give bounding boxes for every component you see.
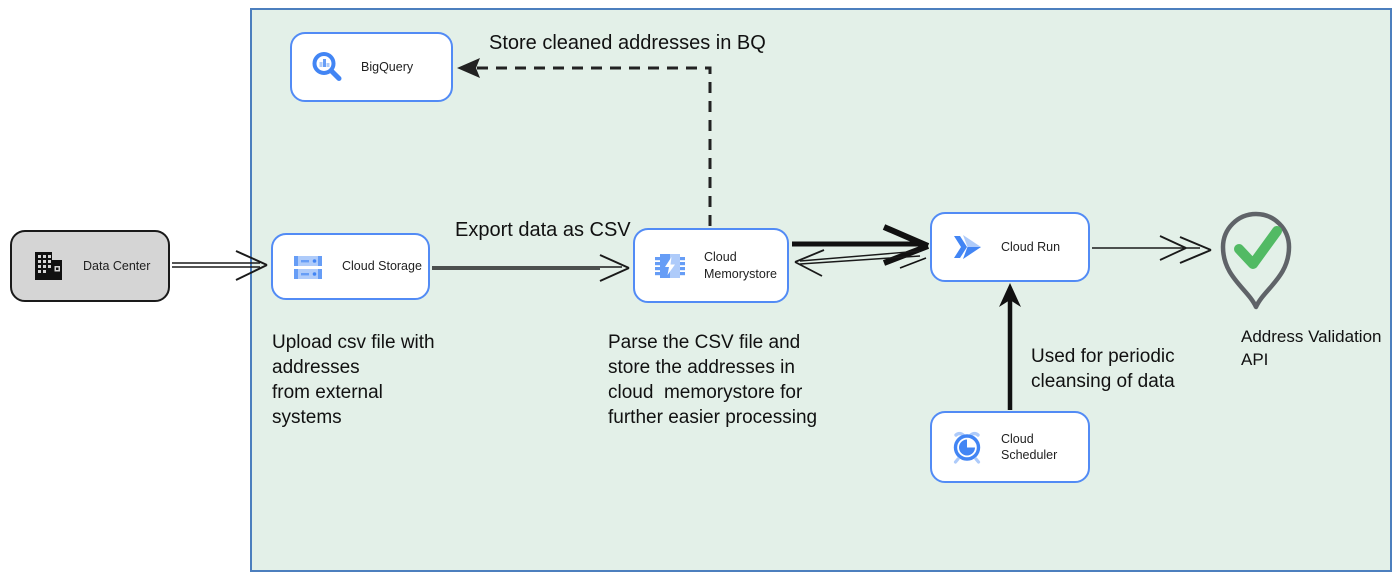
- node-bigquery[interactable]: BigQuery: [290, 32, 453, 102]
- node-cloud-memorystore[interactable]: Cloud Memorystore: [633, 228, 789, 303]
- alarm-clock-icon: [953, 431, 981, 464]
- node-label: Cloud Memorystore: [704, 250, 777, 281]
- node-cloud-storage[interactable]: Cloud Storage: [271, 233, 430, 300]
- node-cloud-run[interactable]: Cloud Run: [930, 212, 1090, 282]
- run-chevrons-icon: [954, 235, 981, 259]
- annotation-periodic-note: Used for periodic cleansing of data: [1031, 346, 1175, 392]
- node-label: Data Center: [83, 258, 151, 273]
- annotation-parse-note: Parse the CSV file and store the address…: [608, 332, 818, 428]
- annotation-store-bq: Store cleaned addresses in BQ: [489, 32, 766, 54]
- node-cloud-scheduler[interactable]: Cloud Scheduler: [930, 411, 1090, 483]
- annotation-export-csv: Export data as CSV: [455, 219, 631, 241]
- label-address-validation-api: Address Validation API: [1241, 327, 1382, 369]
- node-label: Cloud Storage: [342, 259, 422, 274]
- memory-chip-bolt-icon: [655, 253, 685, 278]
- node-label: Cloud Scheduler: [1001, 431, 1058, 462]
- building-icon: [35, 252, 62, 280]
- gcp-boundary-box: [250, 8, 1392, 572]
- node-label: BigQuery: [361, 59, 414, 74]
- magnifier-chart-icon: [312, 52, 342, 81]
- node-data-center[interactable]: Data Center: [10, 230, 170, 302]
- node-label: Cloud Run: [1001, 239, 1061, 254]
- annotation-upload-note: Upload csv file with addresses from exte…: [272, 332, 435, 428]
- storage-bars-icon: [294, 255, 322, 279]
